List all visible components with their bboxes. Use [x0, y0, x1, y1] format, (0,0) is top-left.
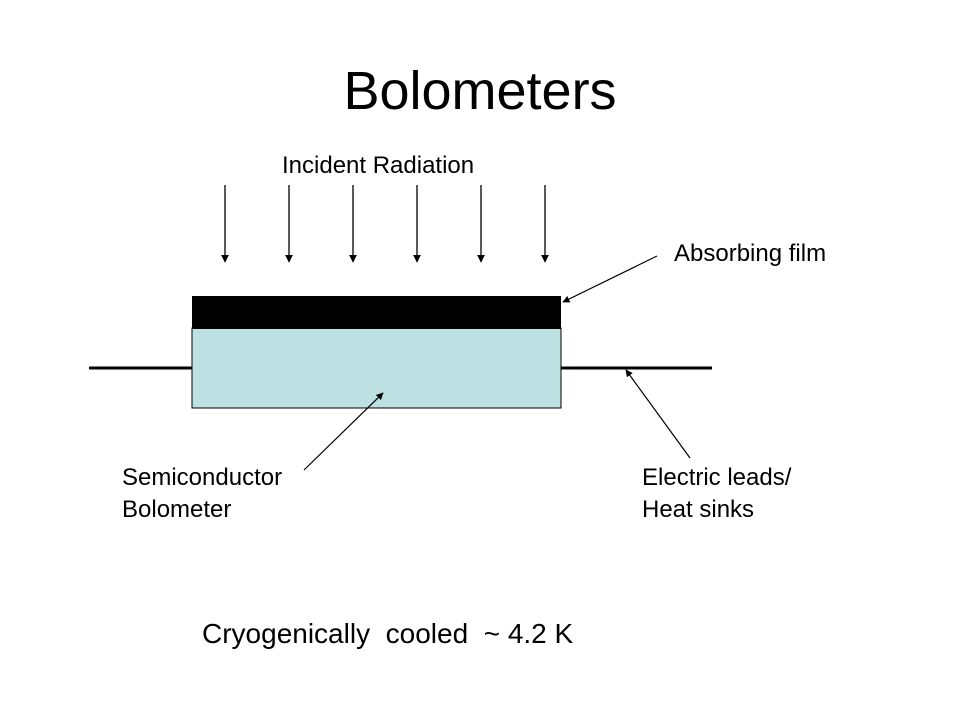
semiconductor-bolometer-body: [191, 327, 562, 409]
incident-radiation-label: Incident Radiation: [282, 152, 475, 179]
slide-title: Bolometers: [343, 61, 617, 121]
cryogenic-caption: Cryogenically cooled ~ 4.2 K: [202, 618, 574, 649]
semiconductor-pointer: [303, 392, 384, 471]
absorbing-film: [192, 296, 561, 329]
electric-leads-pointer: [625, 369, 691, 459]
incident-radiation-arrows: [221, 185, 549, 263]
absorbing-film-pointer: [562, 255, 658, 303]
electric-leads-label-line2: Heat sinks: [642, 496, 755, 523]
electric-leads-label-line1: Electric leads/: [642, 464, 792, 491]
electric-leads-label: Electric leads/ Heat sinks: [642, 462, 791, 526]
semiconductor-label-line2: Bolometer: [122, 496, 232, 523]
semiconductor-bolometer-label: Semiconductor Bolometer: [122, 462, 282, 526]
semiconductor-label-line1: Semiconductor: [122, 464, 283, 491]
absorbing-film-label: Absorbing film: [674, 240, 827, 267]
